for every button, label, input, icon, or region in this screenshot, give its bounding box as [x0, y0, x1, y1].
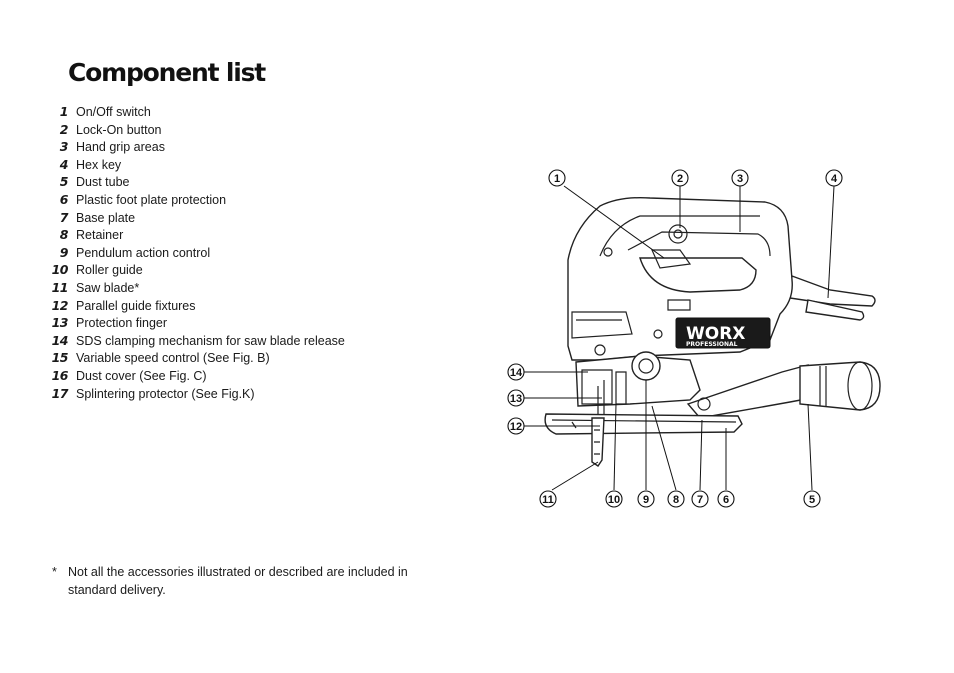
item-label: Dust tube — [76, 175, 130, 190]
callout-13: 13 — [507, 389, 525, 407]
list-item: 9 Pendulum action control — [48, 244, 345, 262]
item-label: Parallel guide fixtures — [76, 298, 196, 313]
footnote-text: Not all the accessories illustrated or d… — [68, 565, 408, 597]
item-label: Base plate — [76, 210, 136, 225]
svg-text:3: 3 — [737, 173, 743, 185]
callout-9: 9 — [637, 490, 655, 508]
list-item: 8 Retainer — [48, 226, 345, 244]
callout-7: 7 — [691, 490, 709, 508]
list-item: 6 Plastic foot plate protection — [48, 191, 345, 209]
list-item: 2 Lock-On button — [48, 121, 345, 139]
callout-10: 10 — [605, 490, 623, 508]
item-number: 3 — [59, 139, 69, 155]
item-number: 2 — [59, 121, 69, 137]
callout-3: 3 — [731, 169, 749, 187]
item-label: Variable speed control (See Fig. B) — [76, 351, 270, 366]
item-number: 14 — [51, 332, 69, 348]
svg-text:10: 10 — [608, 494, 620, 506]
callout-4: 4 — [825, 169, 843, 187]
leader-lines — [524, 185, 835, 491]
list-item: 17 Splintering protector (See Fig.K) — [48, 385, 345, 403]
item-label: SDS clamping mechanism for saw blade rel… — [76, 333, 345, 348]
item-number: 8 — [59, 227, 69, 243]
page-title: Component list — [68, 58, 266, 87]
item-label: Saw blade* — [76, 280, 140, 295]
callout-2: 2 — [671, 169, 689, 187]
item-number: 5 — [59, 174, 69, 190]
hex-key — [789, 275, 876, 321]
callout-14: 14 — [507, 363, 525, 381]
callout-8: 8 — [667, 490, 685, 508]
svg-text:6: 6 — [723, 494, 729, 506]
item-label: Hand grip areas — [76, 140, 165, 155]
list-item: 13 Protection finger — [48, 314, 345, 332]
svg-text:5: 5 — [809, 494, 815, 506]
item-number: 4 — [59, 156, 69, 172]
front-assembly — [575, 351, 701, 414]
brand-subtitle: PROFESSIONAL — [686, 341, 738, 348]
component-list: 1 On/Off switch 2 Lock-On button 3 Hand gri… — [48, 103, 345, 402]
callout-12: 12 — [507, 417, 525, 435]
item-number: 9 — [59, 244, 69, 260]
item-number: 13 — [51, 315, 69, 331]
svg-text:7: 7 — [697, 494, 703, 506]
svg-text:13: 13 — [510, 393, 522, 405]
item-label: Hex key — [76, 157, 122, 172]
item-number: 16 — [51, 367, 69, 383]
list-item: 16 Dust cover (See Fig. C) — [48, 367, 345, 385]
svg-text:9: 9 — [643, 494, 649, 506]
item-number: 6 — [59, 191, 69, 207]
dust-tube — [686, 361, 881, 419]
saw-blade — [591, 417, 605, 467]
item-label: Splintering protector (See Fig.K) — [76, 386, 255, 401]
list-item: 10 Roller guide — [48, 261, 345, 279]
item-label: Lock-On button — [76, 122, 162, 137]
item-label: Retainer — [76, 228, 124, 243]
list-item: 5 Dust tube — [48, 173, 345, 191]
list-item: 14 SDS clamping mechanism for saw blade r… — [48, 332, 345, 350]
item-label: Pendulum action control — [76, 245, 211, 260]
item-label: Plastic foot plate protection — [76, 192, 227, 207]
callout-1: 1 — [548, 169, 566, 187]
list-item: 7 Base plate — [48, 209, 345, 227]
item-number: 7 — [59, 209, 69, 225]
item-label: Roller guide — [76, 263, 143, 278]
list-item: 4 Hex key — [48, 156, 345, 174]
callout-6: 6 — [717, 490, 735, 508]
svg-text:8: 8 — [673, 494, 679, 506]
list-item: 15 Variable speed control (See Fig. B) — [48, 349, 345, 367]
footnote: * Not all the accessories illustrated or… — [52, 563, 413, 599]
list-item: 11 Saw blade* — [48, 279, 345, 297]
item-number: 1 — [59, 104, 69, 119]
item-label: Dust cover (See Fig. C) — [76, 368, 207, 383]
item-number: 10 — [51, 262, 69, 278]
svg-text:12: 12 — [510, 421, 522, 433]
item-number: 15 — [51, 350, 69, 366]
list-item: 3 Hand grip areas — [48, 138, 345, 156]
item-number: 12 — [51, 297, 69, 313]
callout-11: 11 — [539, 490, 557, 508]
footnote-mark: * — [52, 565, 57, 579]
brand-plate: WORX PROFESSIONAL — [675, 317, 771, 349]
item-label: Protection finger — [76, 316, 168, 331]
item-number: 17 — [51, 385, 69, 401]
svg-text:14: 14 — [510, 367, 523, 379]
list-item: 12 Parallel guide fixtures — [48, 297, 345, 315]
svg-text:4: 4 — [831, 173, 838, 185]
list-item: 1 On/Off switch — [48, 103, 345, 121]
callout-5: 5 — [803, 490, 821, 508]
item-number: 11 — [51, 279, 69, 295]
item-label: On/Off switch — [76, 105, 151, 119]
svg-text:2: 2 — [677, 173, 683, 185]
brand-logo: WORX — [686, 324, 745, 344]
svg-text:11: 11 — [542, 494, 554, 506]
svg-text:1: 1 — [554, 173, 560, 185]
